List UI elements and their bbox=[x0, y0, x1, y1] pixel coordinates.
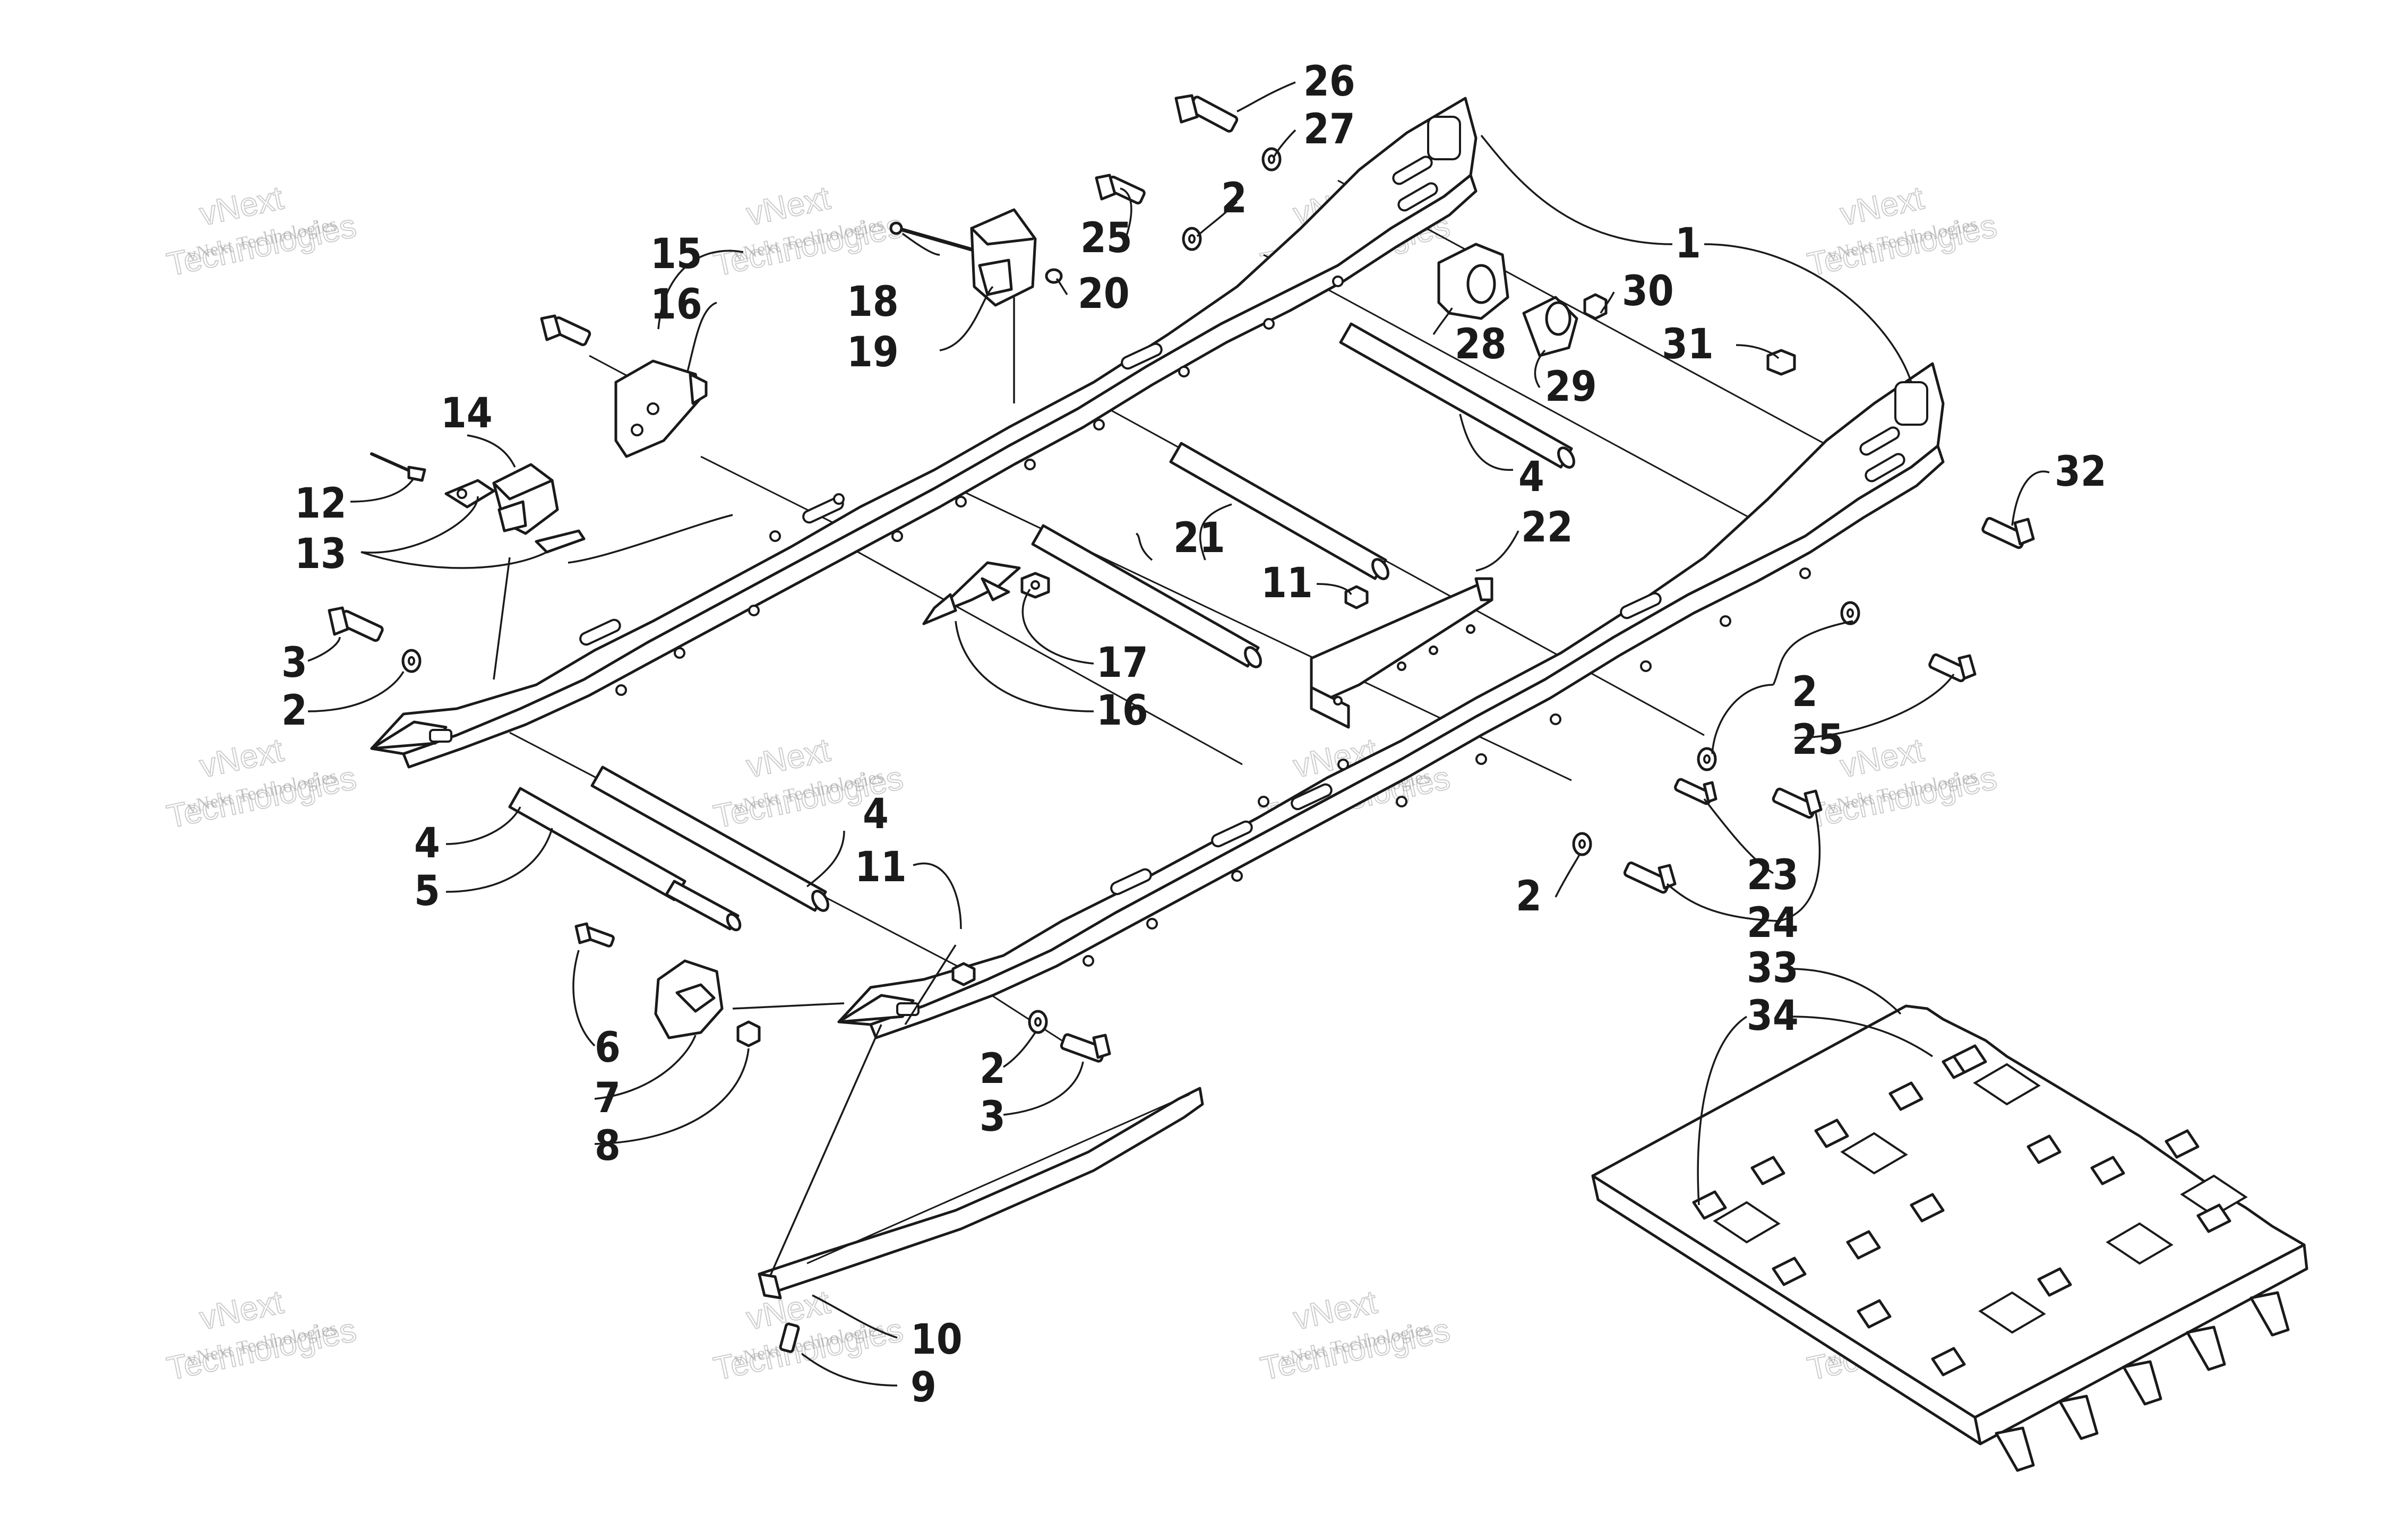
part-11-nut-upper bbox=[1344, 585, 1369, 609]
callout-33: 33 bbox=[1747, 944, 1799, 992]
callout-32: 32 bbox=[2055, 448, 2107, 496]
callout-3-right: 3 bbox=[980, 1093, 1006, 1141]
part-2-washer-right-1 bbox=[1840, 601, 1860, 625]
watermark-5: Technologies vNext Technologies vNext bbox=[164, 731, 360, 836]
part-3-bolt-left bbox=[328, 606, 384, 642]
part-7-bumper bbox=[654, 959, 724, 1039]
callout-15: 15 bbox=[650, 230, 702, 278]
right-slide-rail bbox=[837, 362, 1945, 1039]
callout-11-lower: 11 bbox=[855, 844, 907, 891]
callout-34: 34 bbox=[1747, 992, 1799, 1040]
callout-20: 20 bbox=[1078, 270, 1130, 318]
callout-18: 18 bbox=[847, 278, 899, 326]
part-14-bumper bbox=[492, 463, 559, 535]
callout-23: 23 bbox=[1747, 851, 1799, 899]
part-30-nut bbox=[1583, 293, 1608, 320]
part-22-bracket bbox=[1310, 577, 1493, 729]
callout-17: 17 bbox=[1096, 639, 1148, 687]
part-32-bolt bbox=[1981, 517, 2035, 549]
part-24-bolt-lower bbox=[1623, 861, 1677, 894]
part-28-block bbox=[1437, 243, 1509, 320]
part-13-clip bbox=[444, 479, 586, 554]
part-26-bolt bbox=[1174, 94, 1239, 133]
callout-19: 19 bbox=[847, 329, 899, 376]
callout-28: 28 bbox=[1455, 321, 1507, 368]
part-29-bushing bbox=[1522, 296, 1578, 357]
part-11-nut-lower bbox=[951, 962, 976, 986]
part-2-washer-front-right bbox=[1028, 1010, 1048, 1034]
part-2-washer-left bbox=[401, 649, 422, 673]
part-17-nut bbox=[1020, 572, 1050, 599]
callout-4-upper: 4 bbox=[1518, 453, 1544, 501]
part-16-upper-bracket bbox=[614, 359, 708, 458]
callout-14: 14 bbox=[441, 390, 493, 437]
callout-24: 24 bbox=[1747, 899, 1799, 947]
callout-12: 12 bbox=[295, 480, 347, 528]
callout-8: 8 bbox=[595, 1122, 621, 1170]
callout-21: 21 bbox=[1173, 514, 1225, 562]
part-24-bolt-right bbox=[1772, 787, 1823, 819]
callout-13: 13 bbox=[295, 530, 347, 578]
callout-1: 1 bbox=[1675, 220, 1701, 268]
watermark-1: Technologies vNext Technologies vNext bbox=[164, 179, 360, 283]
part-10-wear-strip bbox=[758, 1087, 1204, 1300]
callout-5: 5 bbox=[414, 867, 440, 915]
callout-2-front-right: 2 bbox=[980, 1045, 1006, 1093]
part-16-ramp-bracket bbox=[922, 561, 1021, 625]
watermark-2: Technologies vNext Technologies vNext bbox=[710, 179, 907, 283]
part-33-track bbox=[1591, 1004, 2308, 1472]
callout-9: 9 bbox=[911, 1364, 937, 1412]
leader-lines bbox=[307, 81, 2050, 1387]
part-12-pin bbox=[370, 452, 426, 482]
part-34-clips bbox=[1692, 1044, 2231, 1376]
callout-29: 29 bbox=[1545, 363, 1597, 411]
part-6-bolt bbox=[574, 922, 615, 948]
cross-shafts bbox=[508, 322, 1575, 932]
part-23-bolt bbox=[1674, 778, 1717, 805]
part-18-pin bbox=[889, 221, 974, 252]
callout-16-lower: 16 bbox=[1096, 687, 1148, 735]
part-8-nut bbox=[736, 1020, 761, 1047]
callout-22: 22 bbox=[1521, 504, 1573, 552]
part-9-screw bbox=[779, 1322, 800, 1353]
callout-labels: 1 26 27 2 25 15 16 18 19 20 28 29 30 31 … bbox=[281, 58, 2107, 1412]
callout-30: 30 bbox=[1622, 268, 1674, 315]
callout-4-middle: 4 bbox=[863, 790, 889, 838]
callout-2-left: 2 bbox=[281, 687, 307, 735]
callout-25-right: 25 bbox=[1792, 716, 1844, 764]
callout-26: 26 bbox=[1303, 58, 1355, 106]
callout-2-upper: 2 bbox=[1221, 175, 1247, 222]
part-3-bolt-right bbox=[1060, 1033, 1111, 1063]
callout-16-upper: 16 bbox=[650, 281, 702, 329]
part-2-washer-right-3 bbox=[1572, 832, 1592, 856]
callout-31: 31 bbox=[1662, 321, 1714, 368]
part-15-bolt bbox=[540, 314, 591, 347]
part-25-bolt-right bbox=[1928, 653, 1977, 683]
callout-11-upper: 11 bbox=[1261, 560, 1313, 607]
callout-10: 10 bbox=[911, 1316, 963, 1364]
callout-2-right-1: 2 bbox=[1792, 668, 1818, 716]
watermark-4: Technologies vNext Technologies vNext bbox=[1804, 179, 2000, 283]
part-25-bolt-upper bbox=[1095, 174, 1146, 205]
callout-7: 7 bbox=[595, 1074, 621, 1122]
callout-6: 6 bbox=[595, 1024, 621, 1072]
part-2-washer-upper bbox=[1182, 227, 1202, 251]
part-2-washer-right-2 bbox=[1697, 747, 1717, 771]
part-19-bumper bbox=[970, 208, 1037, 307]
callout-27: 27 bbox=[1303, 106, 1355, 153]
callout-25-upper: 25 bbox=[1080, 214, 1132, 262]
watermark-9: Technologies vNext Technologies vNext bbox=[164, 1283, 360, 1388]
watermark-11: Technologies vNext Technologies vNext bbox=[1257, 1283, 1454, 1388]
left-slide-rail bbox=[370, 97, 1478, 769]
callout-3-left: 3 bbox=[281, 639, 307, 687]
callout-2-right-3: 2 bbox=[1516, 873, 1542, 920]
part-31-nut bbox=[1766, 349, 1796, 376]
callout-4-front: 4 bbox=[414, 820, 440, 867]
